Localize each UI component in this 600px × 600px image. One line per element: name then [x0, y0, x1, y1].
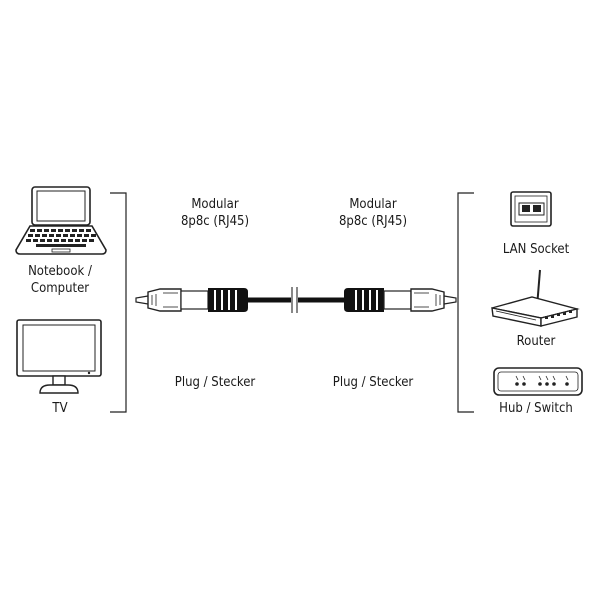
lan-socket-label: LAN Socket	[502, 242, 570, 257]
tv-icon	[16, 319, 102, 394]
right-connector-caption: Plug / Stecker	[332, 375, 414, 390]
router-label: Router	[516, 334, 556, 349]
left-connector-title: Modular 8p8c (RJ45)	[180, 197, 250, 229]
right-bracket	[457, 192, 474, 413]
notebook-label: Notebook / Computer	[28, 264, 92, 296]
left-connector-caption: Plug / Stecker	[174, 375, 256, 390]
tv-label: TV	[52, 401, 68, 416]
laptop-icon	[15, 186, 107, 255]
switch-label: Hub / Switch	[499, 401, 573, 416]
rj45-plug-icon	[344, 288, 457, 312]
right-connector-title: Modular 8p8c (RJ45)	[338, 197, 408, 229]
lan-socket-icon	[510, 191, 552, 227]
router-icon	[491, 269, 580, 327]
switch-icon	[493, 367, 583, 396]
rj45-plug-icon	[135, 288, 248, 312]
cable	[248, 287, 344, 313]
left-bracket	[110, 192, 127, 413]
